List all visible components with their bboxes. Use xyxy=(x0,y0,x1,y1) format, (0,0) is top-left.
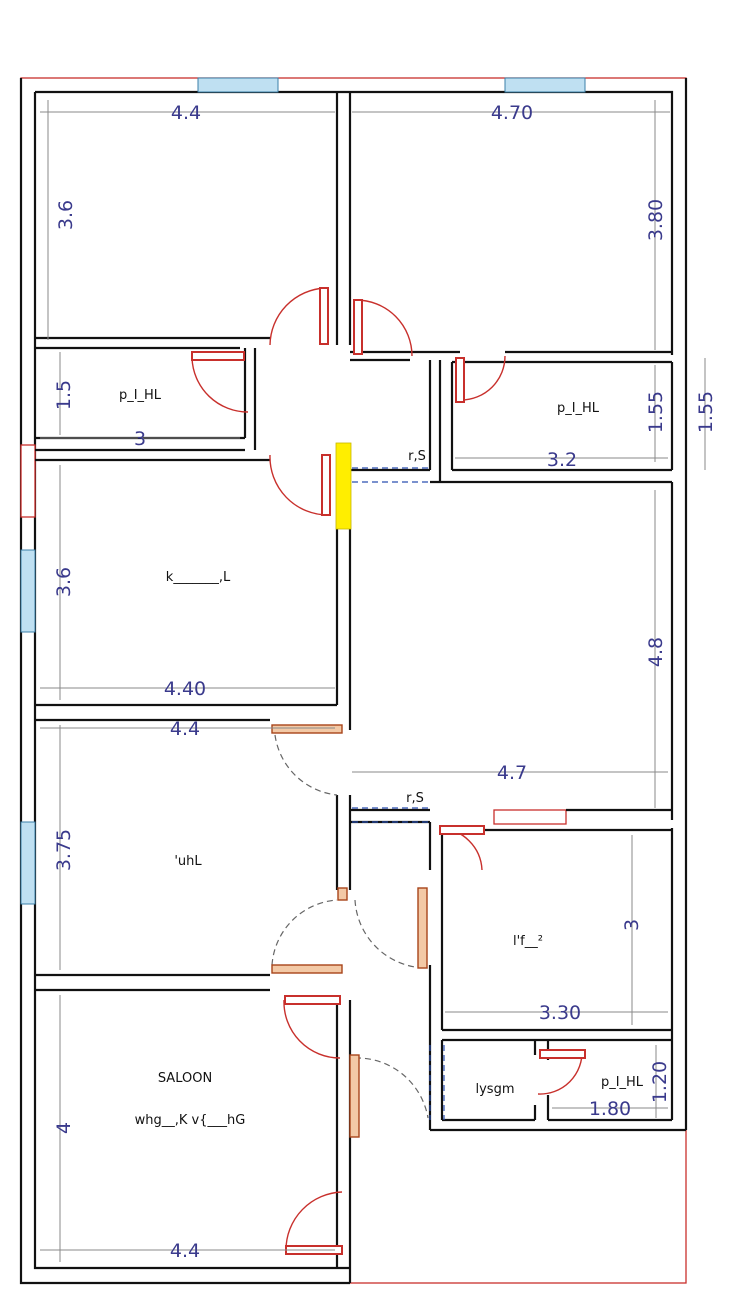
dim-bath-small-width: 1.80 xyxy=(589,1098,631,1120)
dim-top-left-height: 3.6 xyxy=(55,200,77,230)
room-label-kitchen: k_______,L xyxy=(166,570,231,585)
dim-middle-left-height: 3.75 xyxy=(53,829,75,871)
dim-guest-width: 3.30 xyxy=(539,1002,581,1024)
room-label-corridor-bottom: r,S xyxy=(406,791,424,806)
window-top-left xyxy=(197,77,279,93)
dim-hall-width: 4.7 xyxy=(497,762,527,784)
room-label-guest: l'f__² xyxy=(513,934,543,949)
dim-guest-height: 3 xyxy=(621,919,643,931)
room-label-saloon: SALOON xyxy=(158,1071,212,1086)
interior-walls xyxy=(35,92,686,1268)
dim-kitchen-height: 3.6 xyxy=(53,567,75,597)
dim-middle-left-width: 4.4 xyxy=(170,718,200,740)
dim-kitchen-width: 4.40 xyxy=(164,678,206,700)
room-label-bath-small: p_I_HL xyxy=(601,1075,644,1090)
openings xyxy=(271,467,445,1120)
dim-top-right-height: 3.80 xyxy=(645,199,667,241)
dim-outer-right-height: 1.55 xyxy=(695,391,717,433)
room-labels: p_I_HL p_I_HL r,S k_______,L r,S 'uhL l'… xyxy=(119,388,644,1128)
room-label-bath-left: p_I_HL xyxy=(119,388,162,403)
dim-bath-right-width: 3.2 xyxy=(547,449,577,471)
dim-saloon-width: 4.4 xyxy=(170,1240,200,1262)
room-label-middle-left: 'uhL xyxy=(174,854,202,869)
window-left-middle xyxy=(20,821,36,905)
room-label-corridor-top: r,S xyxy=(408,449,426,464)
room-label-entry: lysgm xyxy=(476,1082,515,1097)
window-top-right xyxy=(504,77,586,93)
room-label-saloon-sub: whg__,K v{___hG xyxy=(135,1113,246,1128)
window-guest-room xyxy=(493,809,567,825)
dim-top-right-width: 4.70 xyxy=(491,102,533,124)
dim-top-left-width: 4.4 xyxy=(171,102,201,124)
dim-hall-height: 4.8 xyxy=(645,637,667,667)
dim-saloon-height: 4 xyxy=(53,1122,75,1134)
dim-bath-left-width: 3 xyxy=(134,428,146,450)
dim-bath-left-height: 1.5 xyxy=(53,380,75,410)
dimension-lines xyxy=(40,100,706,1262)
dim-bath-right-height: 1.55 xyxy=(645,391,667,433)
highlighted-wall xyxy=(335,442,352,530)
window-left-red xyxy=(20,444,36,518)
dim-bath-small-height: 1.20 xyxy=(649,1061,671,1103)
doors xyxy=(191,287,586,1255)
room-label-bath-right: p_I_HL xyxy=(557,401,600,416)
dimension-labels: 4.4 3.6 4.70 3.80 1.5 3 1.55 3.2 1.55 3.… xyxy=(53,102,717,1262)
window-left-kitchen xyxy=(20,549,36,633)
